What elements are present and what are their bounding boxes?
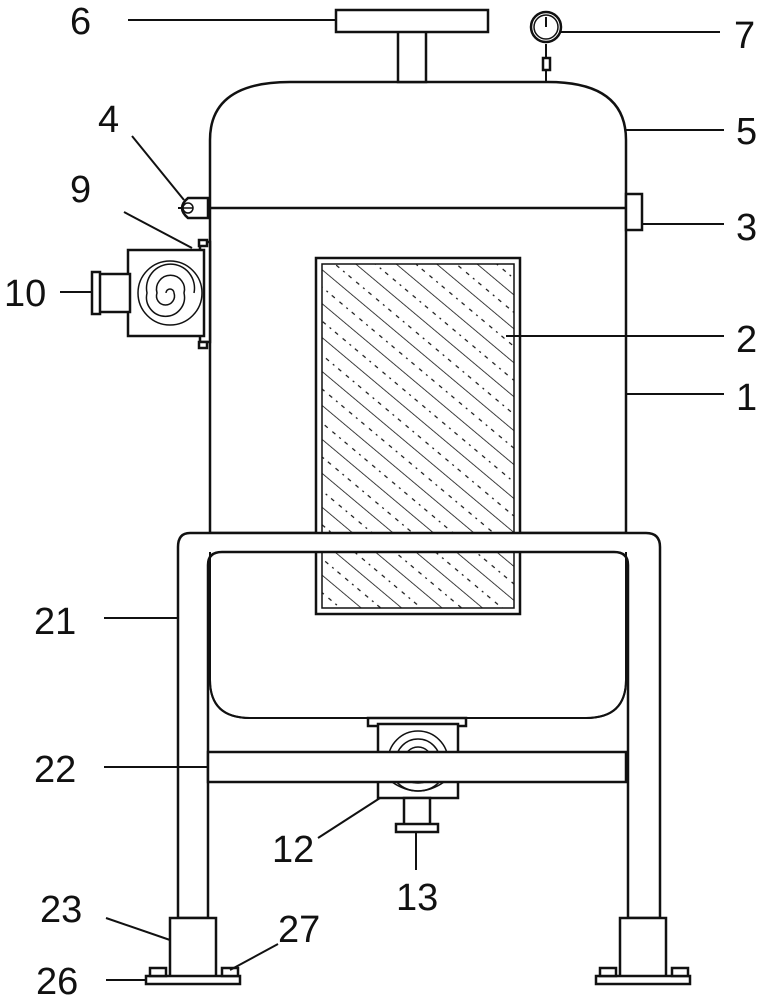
label-10: 10 [4, 273, 46, 315]
leader-lines [60, 19, 724, 981]
tank-top-cap [208, 80, 628, 208]
top-cover-plate [334, 8, 490, 34]
top-outlet-pipe [396, 28, 428, 84]
label-5: 5 [736, 111, 757, 153]
label-27: 27 [278, 909, 320, 951]
label-26: 26 [36, 961, 78, 1000]
left-foot [144, 916, 242, 986]
label-23: 23 [40, 889, 82, 931]
label-1: 1 [736, 377, 757, 419]
label-13: 13 [396, 877, 438, 919]
sight-window-glass [321, 263, 515, 609]
label-2: 2 [736, 319, 757, 361]
clamp-bolt [624, 192, 644, 232]
support-frame [176, 531, 662, 920]
label-22: 22 [34, 749, 76, 791]
side-inlet-assembly [90, 238, 212, 350]
label-4: 4 [98, 99, 119, 141]
cross-beam [206, 750, 628, 784]
bottom-outlet-flange [394, 822, 440, 834]
pressure-gauge-icon [529, 10, 563, 82]
label-7: 7 [734, 15, 755, 57]
label-12: 12 [272, 829, 314, 871]
hinge-lug [180, 196, 210, 220]
label-6: 6 [70, 1, 91, 43]
bottom-outlet-pipe [402, 796, 432, 828]
label-9: 9 [70, 169, 91, 211]
label-3: 3 [736, 207, 757, 249]
right-foot [594, 916, 692, 986]
label-21: 21 [34, 601, 76, 643]
